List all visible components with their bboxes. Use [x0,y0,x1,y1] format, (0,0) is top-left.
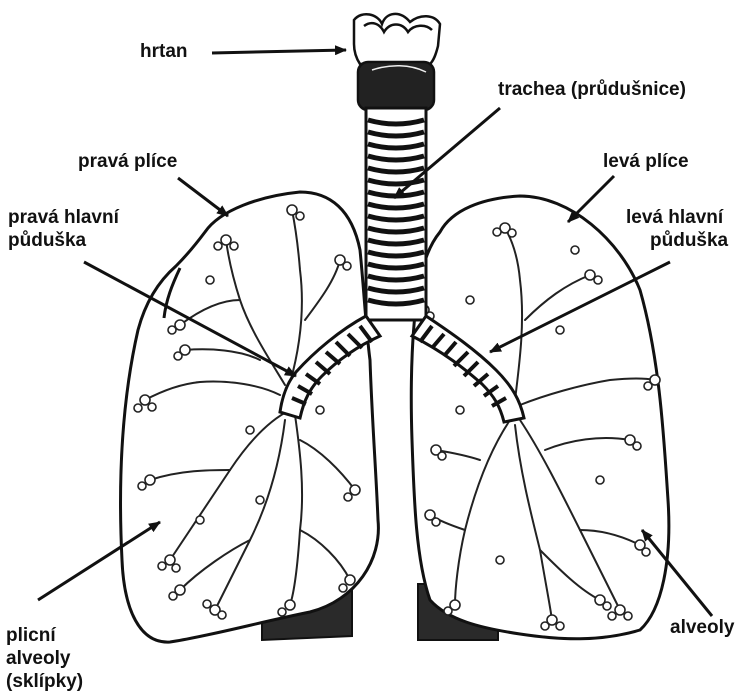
label-leva-pruduska-line1: levá hlavní [626,206,728,229]
label-plicni-alveoly: plicní alveoly (sklípky) [6,624,83,693]
larynx [354,14,440,110]
label-hrtan: hrtan [140,40,188,63]
label-prava-pruduska-line2: půduška [8,229,119,252]
label-plicni-alveoly-line3: (sklípky) [6,670,83,693]
label-leva-pruduska-line2: půduška [626,229,728,252]
arrow-prava-plice [178,178,228,216]
label-prava-pruduska: pravá hlavní půduška [8,206,119,252]
label-prava-plice: pravá plíce [78,150,177,173]
label-plicni-alveoly-line1: plicní [6,624,83,647]
label-trachea: trachea (průdušnice) [498,78,686,101]
trachea [366,108,426,320]
arrow-hrtan [212,50,346,53]
label-prava-pruduska-line1: pravá hlavní [8,206,119,229]
label-leva-pruduska: levá hlavní půduška [626,206,728,252]
left-lung [411,196,669,639]
arrow-leva-plice [568,176,614,222]
label-leva-plice: levá plíce [603,150,689,173]
label-alveoly: alveoly [670,616,734,639]
label-plicni-alveoly-line2: alveoly [6,647,83,670]
